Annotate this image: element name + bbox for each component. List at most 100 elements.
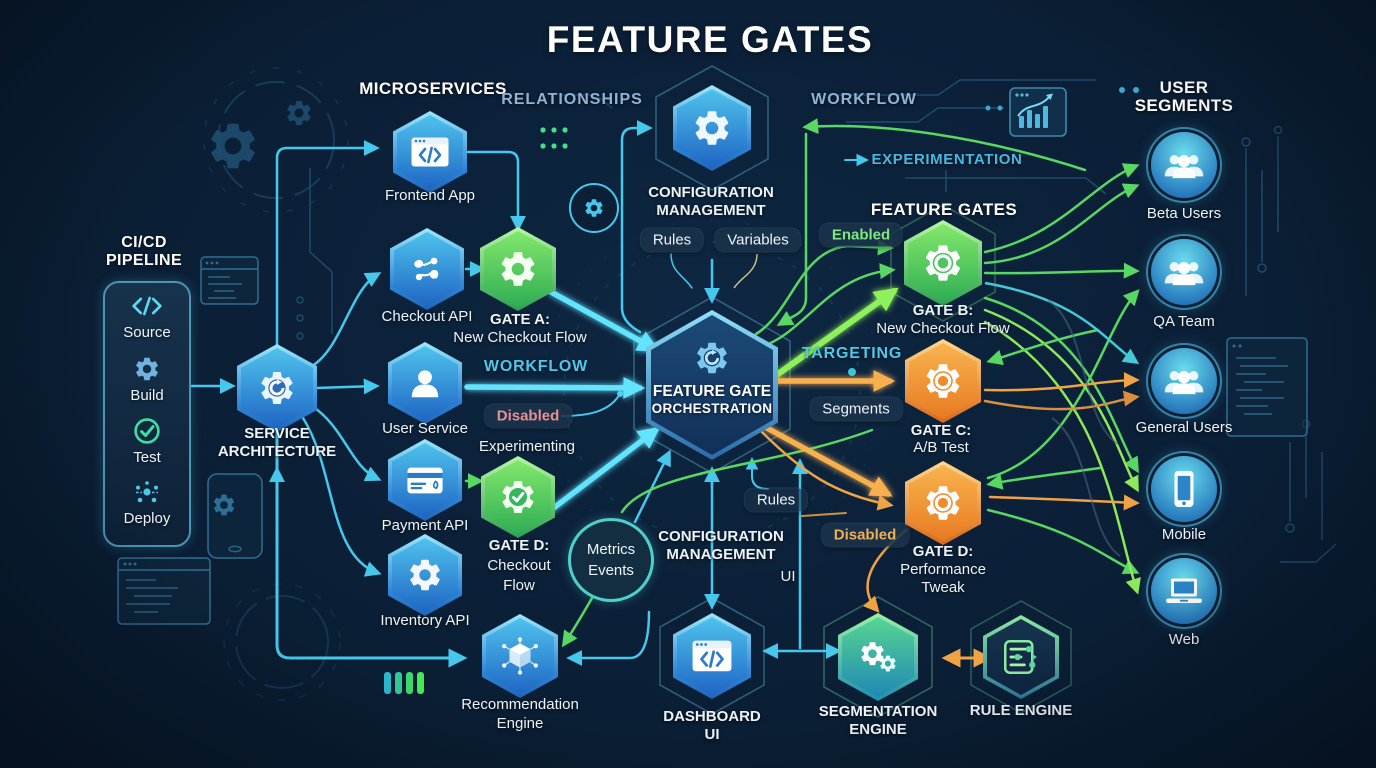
inventory-api-node	[388, 534, 462, 616]
segment-beta-users	[1151, 132, 1217, 198]
gray-curves	[1047, 299, 1121, 557]
gear-icon	[406, 556, 444, 594]
gate-c-label-line1: GATE C:	[910, 422, 972, 439]
gate-d-left-label-line2: Checkout	[487, 557, 551, 574]
laptop-icon	[1164, 577, 1204, 605]
rules-top-pill: Rules	[640, 228, 704, 252]
orchestration-title-line1: FEATURE GATE	[652, 383, 772, 400]
gate-d-left-label-line1: GATE D:	[488, 537, 550, 554]
mobile-label: Mobile	[1161, 526, 1207, 543]
dashboard-ui-label-line1: DASHBOARD	[663, 708, 761, 725]
variables-pill: Variables	[715, 228, 801, 252]
users-icon	[1163, 256, 1205, 288]
ui-label: UI	[780, 568, 796, 585]
config-mgmt-bottom-label-line1: CONFIGURATION	[658, 528, 784, 545]
chart-window-icon	[1009, 87, 1067, 137]
gate-b-label-line1: GATE B:	[912, 302, 974, 319]
user-segments-header-line1: USER	[1159, 78, 1209, 97]
circuit-decor	[296, 79, 1337, 563]
browser-code-icon	[691, 639, 733, 673]
variables-connector	[733, 253, 758, 289]
segment-qa-team	[1151, 239, 1217, 305]
gear-sync-icon	[693, 339, 731, 377]
workflow-mid-label: WORKFLOW	[483, 358, 589, 375]
green-arrows	[464, 118, 1141, 648]
gear-icon	[691, 107, 733, 149]
dot-decor	[540, 87, 1139, 376]
web-label: Web	[1168, 631, 1200, 648]
events-label: Events	[588, 562, 634, 579]
beta-users-label: Beta Users	[1146, 205, 1222, 222]
recommendation-engine-label-line1: Recommendation	[461, 696, 579, 713]
orange-beams	[753, 370, 896, 497]
disabled-right-pill: Disabled	[821, 523, 909, 547]
users-icon	[1163, 149, 1205, 181]
frontend-app-label: Frontend App	[384, 187, 476, 204]
users-icon	[1163, 365, 1205, 397]
experimenting-label: Experimenting	[479, 438, 575, 455]
dashboard-ui-label-line2: UI	[704, 726, 720, 743]
qa-team-label: QA Team	[1153, 313, 1215, 330]
rule-engine-node	[983, 615, 1059, 699]
page-title: FEATURE GATES	[546, 19, 874, 60]
card-icon	[406, 466, 444, 495]
phone-icon	[1171, 470, 1197, 508]
teal-arrow	[984, 281, 1140, 365]
gear-sync-icon	[257, 368, 297, 408]
metrics-events-node: Metrics Events	[568, 518, 654, 602]
gate-b-label-line2: New Checkout Flow	[876, 320, 1010, 337]
pipeline-step-source: Source	[123, 324, 171, 341]
segmentation-engine-label-line1: SEGMENTATION	[818, 703, 938, 720]
segments-pill: Segments	[810, 397, 902, 421]
relationships-label: RELATIONSHIPS	[501, 91, 643, 108]
window-decor	[117, 87, 1308, 694]
gate-d-right-node	[905, 461, 981, 545]
rule-engine-label: RULE ENGINE	[969, 702, 1073, 719]
gear-outline-icon	[922, 360, 964, 402]
gate-a-label-line1: GATE A:	[490, 311, 550, 328]
cube-network-icon	[501, 637, 539, 675]
gate-d-right-label-line2: Performance	[900, 561, 986, 578]
service-architecture-label-line2: ARCHITECTURE	[217, 443, 337, 460]
user-service-label: User Service	[382, 420, 468, 437]
person-icon	[407, 365, 443, 401]
gate-c-label-line2: A/B Test	[913, 439, 969, 456]
gate-a-label-line2: New Checkout Flow	[453, 329, 587, 346]
gear-icon	[133, 355, 161, 383]
cicd-header-line1: CI/CD	[121, 234, 167, 251]
config-mgmt-top-label-line2: MANAGEMENT	[656, 202, 766, 219]
microservices-header: MICROSERVICES	[359, 79, 507, 98]
feature-gates-section-header: FEATURE GATES	[870, 200, 1018, 219]
pipeline-step-build: Build	[130, 387, 164, 404]
enabled-pill: Enabled	[819, 223, 903, 247]
cyan-beams	[464, 289, 661, 513]
segmentation-engine-node	[838, 613, 918, 701]
segment-mobile	[1151, 456, 1217, 522]
orange-arrows	[760, 372, 1140, 668]
checkout-api-label: Checkout API	[381, 308, 473, 325]
segment-general-users	[1151, 348, 1217, 414]
gate-d-right-label-line3: Tweak	[921, 579, 965, 596]
flow-icon	[409, 253, 445, 285]
gear-outline-icon	[922, 482, 964, 524]
payment-api-label: Payment API	[381, 517, 469, 534]
inventory-api-label: Inventory API	[380, 612, 470, 629]
cyan-arrows	[190, 119, 870, 668]
code-icon	[131, 295, 163, 317]
metrics-label: Metrics	[586, 541, 636, 558]
pipeline-step-test: Test	[133, 449, 161, 466]
experimentation-label: EXPERIMENTATION	[871, 151, 1023, 168]
gate-c-node	[905, 339, 981, 423]
gear-icon	[497, 248, 539, 290]
general-users-label: General Users	[1135, 419, 1233, 436]
gate-d-left-label-line3: Flow	[503, 577, 535, 594]
rules-right-pill: Rules	[744, 488, 808, 512]
frontend-app-node	[393, 111, 467, 193]
gear-check-icon	[498, 477, 538, 517]
segment-web	[1151, 558, 1217, 624]
user-segments-header-line2: SEGMENTS	[1134, 96, 1234, 115]
service-architecture-label-line1: SERVICE	[244, 425, 310, 442]
gate-d-right-label-line1: GATE D:	[912, 543, 974, 560]
config-mgmt-top-label-line1: CONFIGURATION	[648, 184, 774, 201]
